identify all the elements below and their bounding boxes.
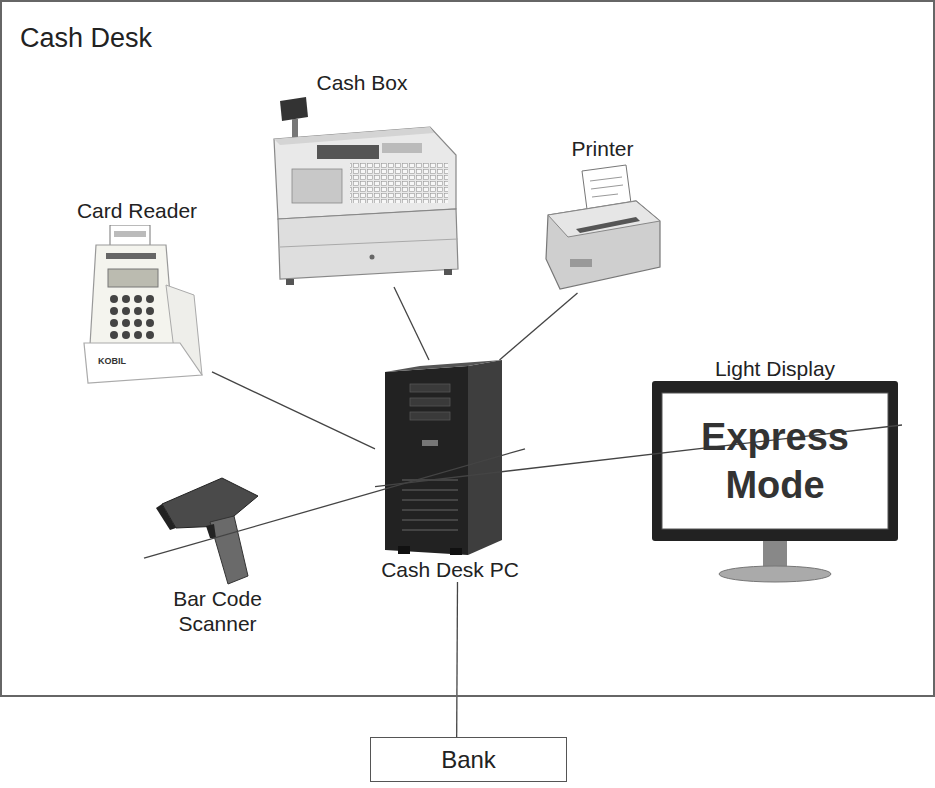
picture-area: Express Mode bbox=[648, 381, 902, 586]
picture-area bbox=[375, 360, 525, 557]
card-reader-device: Card ReaderKOBIL bbox=[62, 198, 212, 385]
picture-area bbox=[262, 95, 462, 287]
brand-label: KOBIL bbox=[98, 356, 126, 366]
device-label: Cash Desk PC bbox=[381, 557, 519, 582]
connector-line bbox=[456, 582, 458, 737]
device-label: Cash Box bbox=[316, 70, 407, 95]
pc-tower-picture bbox=[380, 360, 520, 557]
connector-line bbox=[144, 449, 525, 558]
picture-area: KOBIL bbox=[62, 223, 212, 385]
cash-box-device: Cash Box bbox=[262, 70, 462, 287]
screen-area: Express Mode bbox=[662, 393, 888, 529]
light-display-device: Light DisplayExpress Mode bbox=[648, 356, 902, 586]
connector-line bbox=[212, 372, 375, 449]
cash-desk-region: Cash DeskCash BoxPrinterCard ReaderKOBIL… bbox=[0, 0, 935, 697]
scanner-picture bbox=[150, 474, 285, 586]
device-label: Bar Code Scanner bbox=[144, 586, 291, 636]
printer-picture bbox=[540, 163, 665, 293]
printer-device: Printer bbox=[540, 136, 665, 293]
picture-area bbox=[144, 474, 291, 586]
cash-desk-pc: Cash Desk PC bbox=[375, 360, 525, 582]
device-label: Printer bbox=[572, 136, 634, 161]
bank-box: Bank bbox=[370, 737, 567, 782]
box-label: Bank bbox=[441, 746, 496, 774]
scanner-device: Bar Code Scanner bbox=[144, 474, 291, 636]
connector-line bbox=[394, 287, 429, 360]
device-label: Card Reader bbox=[77, 198, 197, 223]
connector-line bbox=[500, 293, 578, 360]
region-title: Cash Desk bbox=[20, 22, 152, 54]
picture-area bbox=[540, 161, 665, 293]
card-reader-picture bbox=[62, 225, 212, 385]
cash-register-picture bbox=[262, 97, 462, 287]
display-text: Express Mode bbox=[670, 413, 880, 509]
device-label: Light Display bbox=[715, 356, 835, 381]
